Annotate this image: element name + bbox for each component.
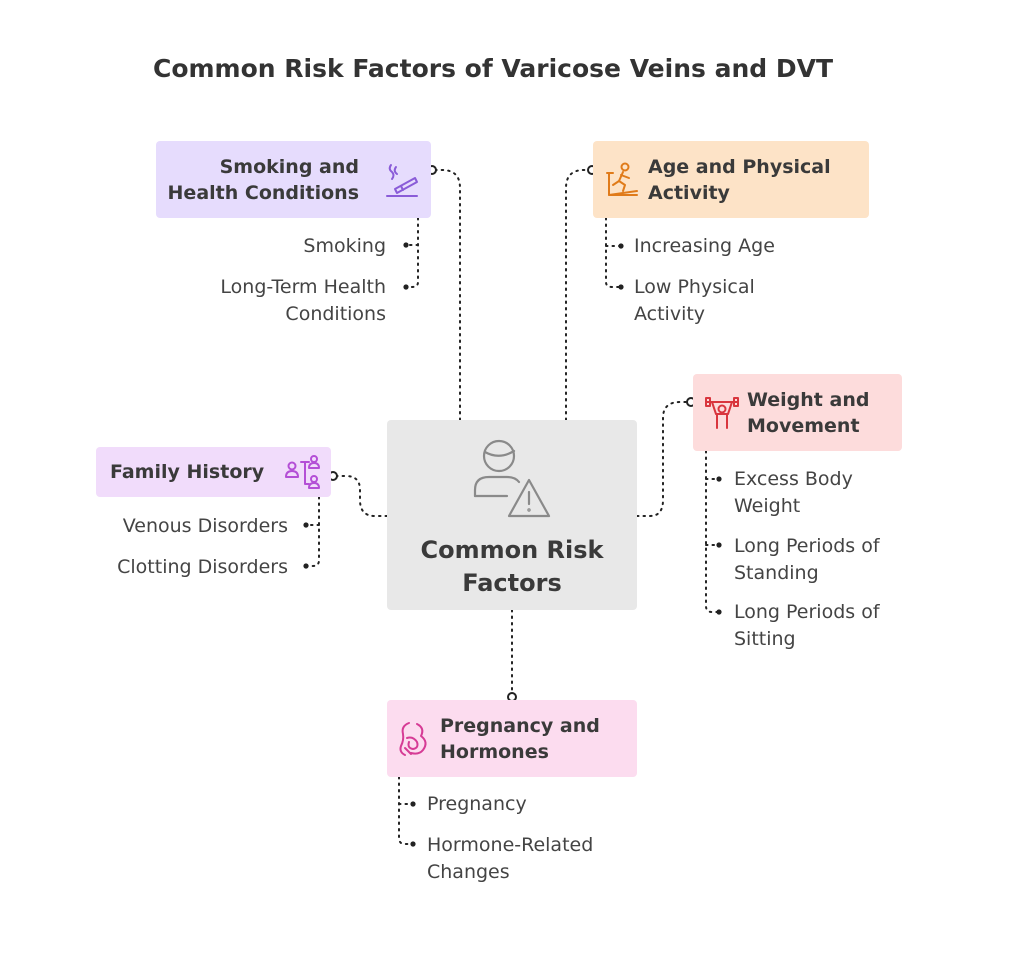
smoking-item-2: Long-Term Health Conditions: [220, 276, 386, 325]
center-label: Common Risk Factors: [420, 536, 604, 597]
family-item-2: Clotting Disorders: [117, 556, 288, 578]
family-label: Family History: [110, 461, 265, 483]
smoking-label: Smoking and Health Conditions: [167, 156, 359, 204]
age-item-1: Increasing Age: [634, 235, 775, 257]
category-age: Age and Physical Activity: [593, 141, 869, 218]
category-weight: Weight and Movement: [693, 374, 902, 451]
pregnant-woman-icon: [395, 720, 433, 758]
pregnancy-label: Pregnancy and Hormones: [440, 715, 600, 763]
weight-label: Weight and Movement: [747, 389, 870, 437]
weight-item-3: Long Periods of Sitting: [734, 601, 880, 650]
pregnancy-item-1: Pregnancy: [427, 793, 527, 815]
weightlifter-icon: [703, 394, 741, 432]
category-pregnancy: Pregnancy and Hormones: [387, 700, 637, 777]
center-node: Common Risk Factors: [387, 420, 637, 610]
family-item-1: Venous Disorders: [122, 515, 288, 537]
family-tree-icon: [283, 453, 321, 491]
diagram-title: Common Risk Factors of Varicose Veins an…: [152, 54, 834, 83]
smoking-item-1: Smoking: [303, 235, 386, 257]
category-smoking: Smoking and Health Conditions: [156, 141, 431, 218]
age-item-2: Low Physical Activity: [634, 276, 755, 325]
person-warning-icon: [469, 436, 555, 522]
weight-item-2: Long Periods of Standing: [734, 535, 880, 584]
treadmill-icon: [603, 161, 641, 199]
category-family: Family History: [96, 447, 331, 497]
age-label: Age and Physical Activity: [648, 156, 831, 204]
cigarette-icon: [383, 161, 421, 199]
weight-item-1: Excess Body Weight: [734, 468, 853, 517]
pregnancy-item-2: Hormone-Related Changes: [427, 834, 594, 883]
